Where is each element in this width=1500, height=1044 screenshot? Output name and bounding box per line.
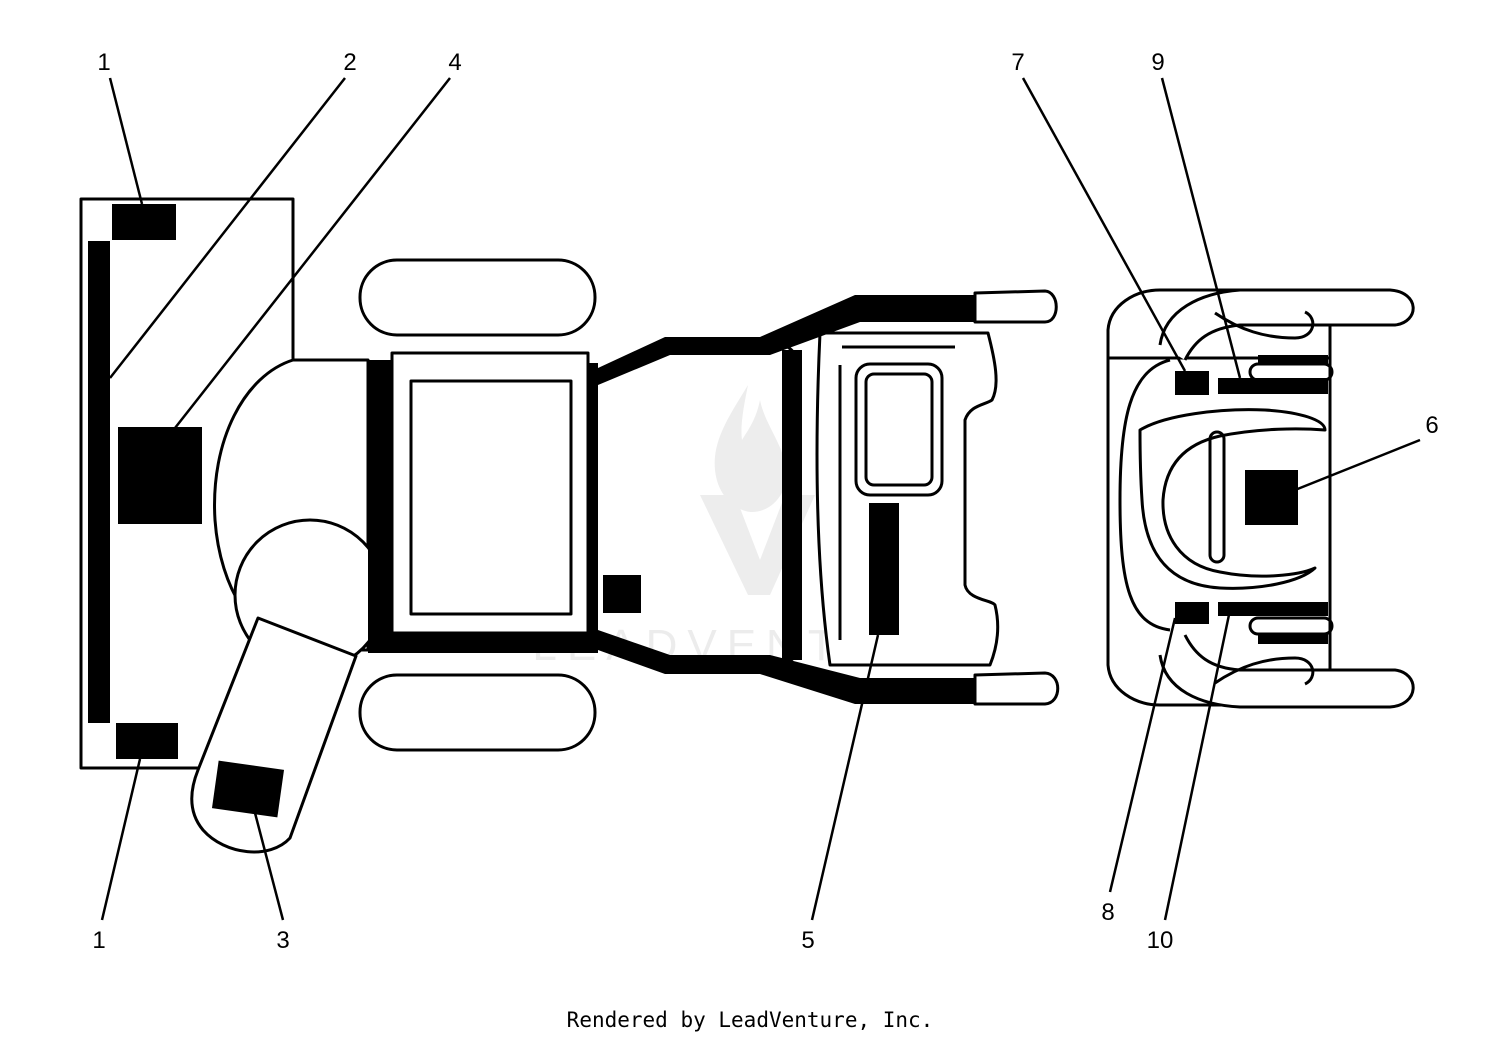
rear-handle-lower-inner: [1214, 656, 1315, 686]
leader-9: [1160, 77, 1242, 379]
leader-8: [1108, 617, 1177, 893]
callout-1-top: 1: [97, 49, 110, 76]
callout-5: 5: [801, 927, 814, 954]
leader-5: [810, 634, 880, 921]
callout-2: 2: [343, 49, 356, 76]
frame-bar-right: [588, 363, 598, 653]
callout-8: 8: [1101, 899, 1114, 926]
decal-3: [211, 760, 285, 818]
frame-bar-left: [368, 360, 392, 653]
tire-upper: [358, 258, 597, 337]
leader-6: [1294, 438, 1421, 492]
decal-1-top: [112, 204, 176, 240]
rear-handle-upper-inner: [1214, 310, 1315, 340]
lever-upper-dark: [1258, 355, 1328, 365]
callout-4: 4: [448, 49, 461, 76]
dash-slot: [1208, 430, 1226, 564]
leader-3: [253, 812, 285, 921]
decal-5: [869, 503, 899, 635]
control-panel-inner: [838, 345, 955, 640]
grip-upper: [973, 289, 1058, 324]
callout-9: 9: [1151, 49, 1164, 76]
frame-bar-bottom: [370, 633, 596, 653]
tire-lower: [358, 673, 597, 752]
panel-window-outer: [854, 362, 944, 497]
dash-panel: [1138, 408, 1327, 590]
callout-6: 6: [1425, 412, 1438, 439]
handle-bar-upper: [598, 295, 975, 385]
render-credit: Rendered by LeadVenture, Inc.: [566, 1008, 934, 1032]
lever-lower-dark: [1258, 634, 1328, 644]
leader-7: [1021, 77, 1187, 372]
decal-10: [1218, 602, 1328, 616]
leader-2: [109, 77, 346, 379]
callout-7: 7: [1011, 49, 1024, 76]
callout-3: 3: [276, 927, 289, 954]
grip-lower: [973, 671, 1060, 706]
decal-8: [1175, 602, 1209, 624]
callout-1-bottom: 1: [92, 927, 105, 954]
decal-2-strip: [88, 241, 110, 723]
decal-4: [118, 427, 202, 524]
panel-window-inner: [864, 372, 934, 487]
dash-outline: [1118, 358, 1171, 632]
control-panel: [815, 331, 1000, 667]
decal-7: [1175, 371, 1209, 395]
leader-10: [1163, 609, 1232, 921]
leader-4: [174, 77, 451, 429]
leader-1-top: [108, 77, 144, 205]
frame-post: [782, 350, 802, 660]
frame-block: [390, 351, 590, 635]
frame-inner: [409, 379, 573, 616]
decal-1-bottom: [116, 723, 178, 759]
rear-handle-lower: [1158, 634, 1415, 709]
leader-1-bottom: [100, 758, 142, 921]
callout-10: 10: [1147, 927, 1174, 954]
decal-6: [1245, 470, 1298, 525]
rear-handle-upper: [1158, 288, 1415, 361]
decal-9: [1218, 378, 1328, 394]
decal-frame-small: [603, 575, 641, 613]
handle-bar-lower: [598, 630, 975, 704]
